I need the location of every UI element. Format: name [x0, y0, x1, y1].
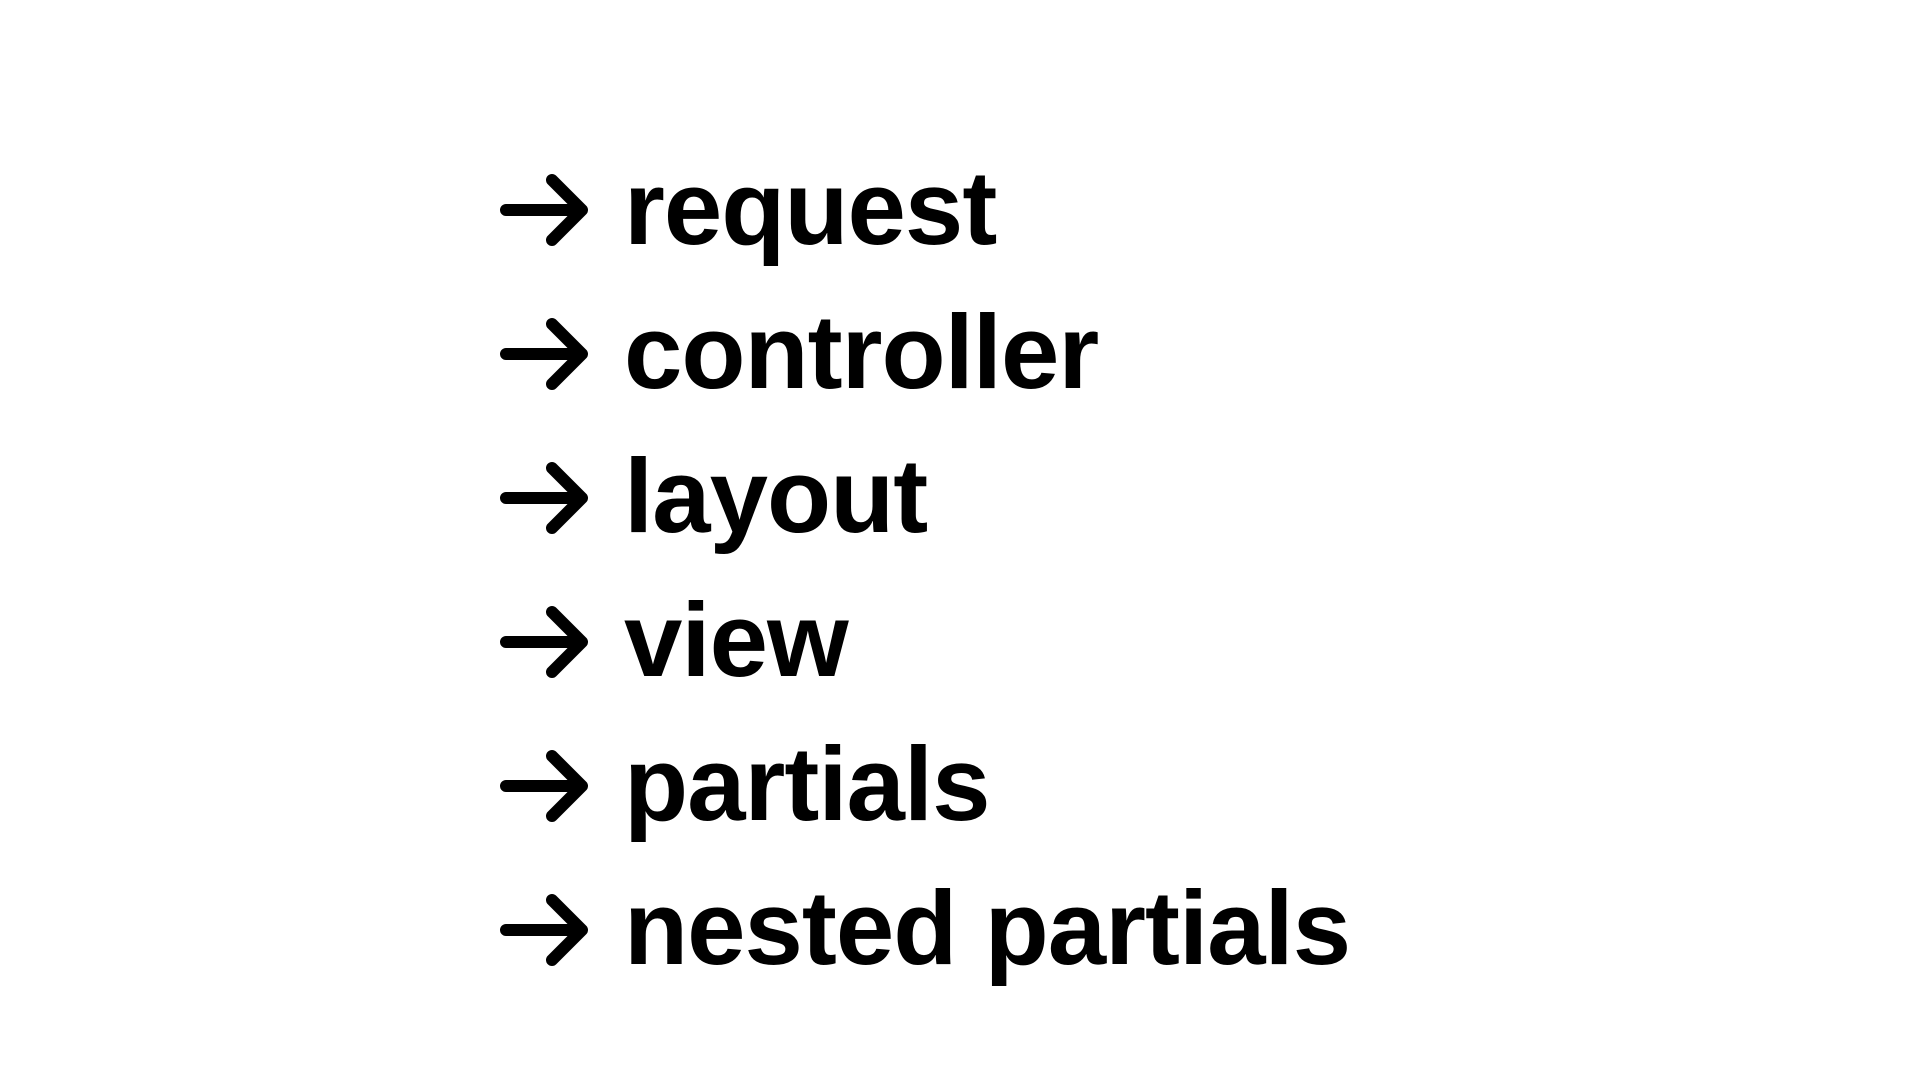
arrow-right-icon: [498, 602, 594, 682]
list-item: view: [498, 570, 1350, 714]
flow-list: request controller layout view partials: [498, 138, 1351, 1002]
list-item: request: [498, 138, 1350, 282]
list-item-label: nested partials: [624, 869, 1351, 987]
arrow-right-icon: [498, 170, 594, 250]
list-item: controller: [498, 282, 1350, 426]
list-item-label: view: [624, 581, 849, 699]
arrow-right-icon: [498, 746, 594, 826]
list-item-label: request: [624, 149, 997, 267]
arrow-right-icon: [498, 458, 594, 538]
arrow-right-icon: [498, 890, 594, 970]
list-item: layout: [498, 426, 1350, 570]
list-item-label: layout: [624, 437, 928, 555]
list-item: partials: [498, 714, 1350, 858]
arrow-right-icon: [498, 314, 594, 394]
list-item-label: controller: [624, 293, 1099, 411]
list-item: nested partials: [498, 858, 1351, 1002]
list-item-label: partials: [624, 725, 990, 843]
